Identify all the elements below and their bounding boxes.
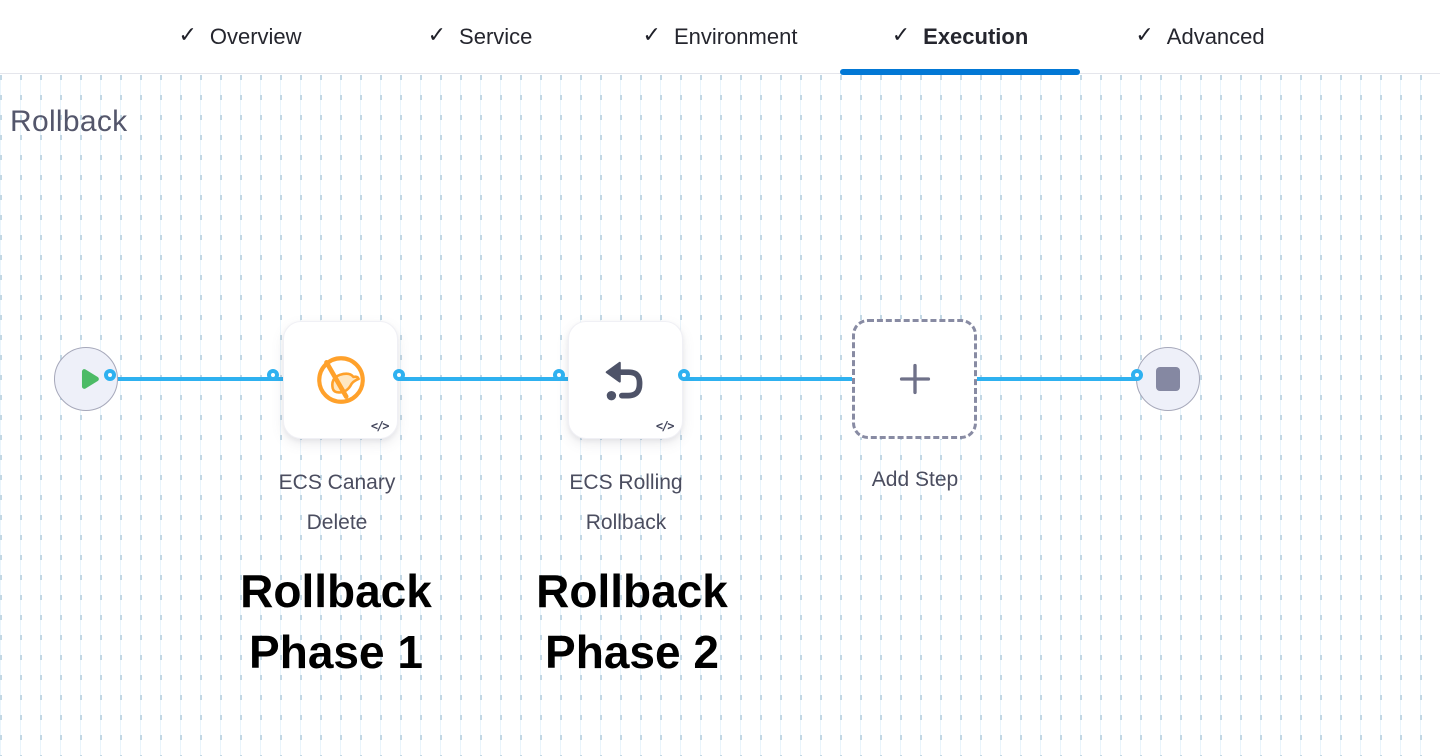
add-step-label[interactable]: Add Step <box>815 460 1015 500</box>
connector-port[interactable] <box>1131 369 1143 381</box>
step-label-line: Rollback <box>585 511 667 534</box>
annotation-rollback-phase-1: Rollback Phase 1 <box>186 561 486 683</box>
step-label-line: ECS Rolling <box>569 471 683 494</box>
step-label-ecs-rolling-rollback: ECS Rolling Rollback <box>526 463 726 543</box>
annotation-line: Phase 2 <box>545 626 719 678</box>
step-label-ecs-canary-delete: ECS Canary Delete <box>237 463 437 543</box>
section-title: Rollback <box>10 105 128 138</box>
stop-icon <box>1156 367 1180 391</box>
end-node[interactable] <box>1136 347 1200 411</box>
tab-label: Overview <box>209 24 302 49</box>
tab-service[interactable]: ✓ Service <box>360 0 600 74</box>
connector-port[interactable] <box>267 369 279 381</box>
start-node[interactable] <box>54 347 118 411</box>
step-node-ecs-canary-delete[interactable]: </> <box>283 321 398 439</box>
tab-advanced[interactable]: ✓ Advanced <box>1080 0 1320 74</box>
add-step-label-text: Add Step <box>871 468 959 491</box>
annotation-line: Phase 1 <box>249 626 423 678</box>
connector-port[interactable] <box>393 369 405 381</box>
annotation-rollback-phase-2: Rollback Phase 2 <box>482 561 782 683</box>
code-view-icon[interactable]: </> <box>655 419 675 433</box>
check-icon: ✓ <box>891 23 911 48</box>
check-icon: ✓ <box>642 23 661 48</box>
tab-environment[interactable]: ✓ Environment <box>600 0 840 74</box>
tab-overview[interactable]: ✓ Overview <box>120 0 360 74</box>
canary-delete-icon <box>316 356 365 404</box>
tab-label: Advanced <box>1166 24 1265 49</box>
check-icon: ✓ <box>178 23 197 48</box>
step-label-line: Delete <box>306 511 368 534</box>
connector-port[interactable] <box>104 369 116 381</box>
check-icon: ✓ <box>1135 23 1154 48</box>
annotation-line: Rollback <box>240 565 432 617</box>
plus-icon <box>899 363 930 395</box>
tab-label: Service <box>459 24 533 49</box>
execution-graph-canvas[interactable]: Rollback </> </> <box>0 75 1440 756</box>
add-step-button[interactable] <box>852 319 977 439</box>
active-tab-indicator <box>840 69 1080 75</box>
connector-port[interactable] <box>678 369 690 381</box>
connector-port[interactable] <box>553 369 565 381</box>
check-icon: ✓ <box>427 23 447 48</box>
step-node-ecs-rolling-rollback[interactable]: </> <box>568 321 683 439</box>
tab-label: Execution <box>923 24 1029 49</box>
step-label-line: ECS Canary <box>278 471 396 494</box>
play-icon <box>81 369 99 389</box>
annotation-line: Rollback <box>536 565 728 617</box>
code-view-icon[interactable]: </> <box>370 419 390 433</box>
rolling-rollback-icon <box>605 361 642 401</box>
tab-execution[interactable]: ✓ Execution <box>840 0 1080 75</box>
tab-label: Environment <box>673 24 798 49</box>
wizard-tab-bar: ✓ Overview ✓ Service ✓ Environment ✓ Exe… <box>0 0 1440 75</box>
